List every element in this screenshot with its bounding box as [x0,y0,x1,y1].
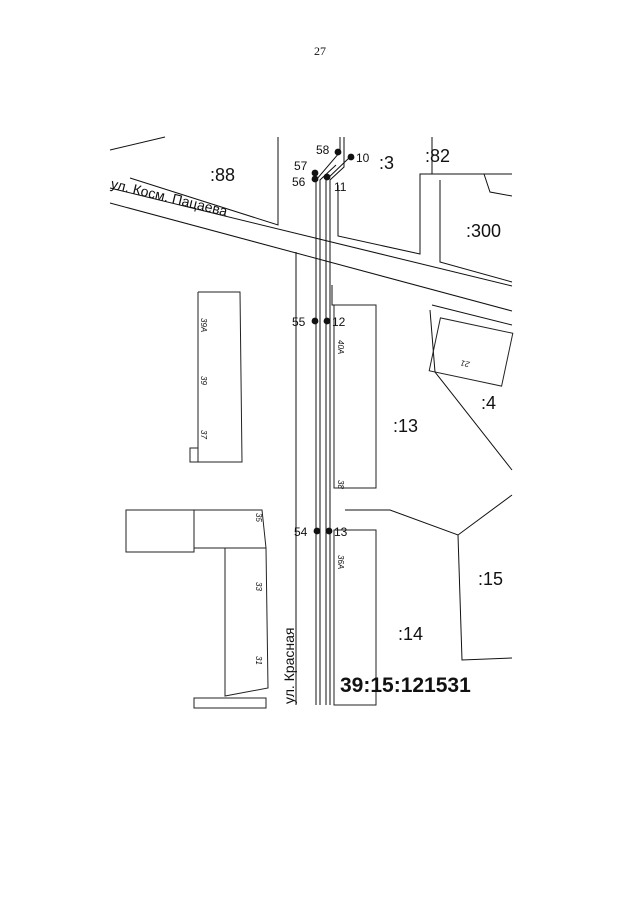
boundary-point-13 [325,527,333,535]
building-36a [333,529,377,706]
building-39a-39-37 [189,291,243,463]
corridor-line-1 [315,137,341,705]
street-edge-south [109,202,513,312]
boundary-point-55 [311,317,319,325]
point-label-56: 56 [292,175,306,189]
building-label-38: 38 [336,480,345,489]
building-label-36a: 36А [336,555,345,569]
parcel-88-top-boundary [109,136,166,151]
boundary-point-57 [311,169,319,177]
building-label-37: 37 [199,430,208,439]
parcel-label-88: :88 [210,165,235,185]
building-label-40a: 40А [336,340,345,354]
parcel-13-boundary [331,285,372,306]
boundary-point-10 [347,153,355,161]
buildings [125,291,514,709]
parcel-88-boundary [129,137,279,226]
point-label-13: 13 [334,525,348,539]
parcel-label-300: :300 [466,221,501,241]
boundary-point-11 [323,173,331,181]
parcel-300-notch [483,173,513,197]
boundary-point-12 [323,317,331,325]
parcel-15-boundary [345,494,513,536]
page-number: 27 [314,44,326,58]
street-edge-north [109,187,513,287]
building-label-33: 33 [254,582,263,591]
parcel-label-3: :3 [379,153,394,173]
parcel-boundaries [109,136,513,661]
point-label-55: 55 [292,315,306,329]
point-label-10: 10 [356,151,370,165]
point-label-58: 58 [316,143,330,157]
corridor-line-4 [329,137,345,705]
street-kosm-patsaeva-lines [109,187,513,312]
parcel-label-13: :13 [393,416,418,436]
building-21 [428,317,514,387]
parcel-3-boundary [337,137,433,255]
building-40a-38 [333,304,377,489]
boundary-point-54 [313,527,321,535]
linear-object-corridor [315,137,351,705]
street-label-krasnaya: ул. Красная [281,628,297,704]
building-label-21: 21 [460,358,472,369]
building-bottom-stub [193,697,267,709]
parcel-label-4: :4 [481,393,496,413]
parcel-4-top-boundary [431,304,513,326]
point-label-12: 12 [332,315,346,329]
point-label-57: 57 [294,159,308,173]
boundary-point-58 [334,148,342,156]
building-label-39a: 39А [199,318,208,332]
parcel-15-west-boundary [457,534,513,661]
cadastral-block-label: 39:15:121531 [340,674,471,697]
boundary-point-56 [311,175,319,183]
building-label-35: 35 [254,513,263,522]
building-label-39: 39 [199,376,208,385]
building-label-31: 31 [254,656,263,665]
building-35-annex [125,509,195,553]
parcel-label-15: :15 [478,569,503,589]
parcel-4-boundary [429,309,513,471]
building-33-31 [224,547,269,697]
point-label-54: 54 [294,525,308,539]
parcel-300-boundary [439,180,513,283]
parcel-label-82: :82 [425,146,450,166]
boundary-points [311,148,355,535]
point-label-11: 11 [334,180,347,194]
parcel-label-14: :14 [398,624,423,644]
